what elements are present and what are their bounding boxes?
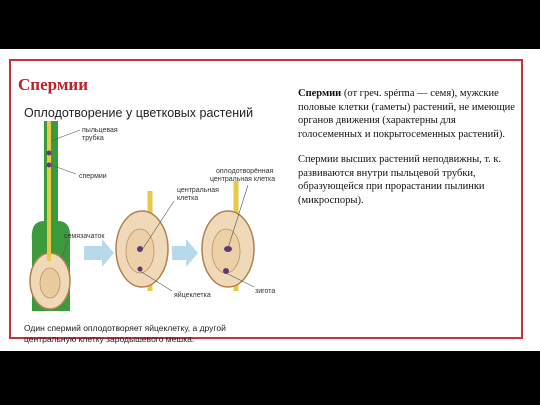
figure-title: Оплодотворение у цветковых растений [24, 106, 254, 120]
definition-term: Спермии [298, 88, 342, 99]
label-egg: яйцеклетка [174, 291, 211, 299]
arrow-shape [172, 239, 198, 267]
sperm-dot [46, 150, 52, 156]
slide: Спермии Оплодотворение у цветковых расте… [0, 49, 540, 351]
body-text: Спермии (от греч. spérma — семя), мужски… [298, 87, 518, 219]
embryo-sac [39, 267, 61, 299]
fertilized-nucleus [224, 246, 232, 252]
caption-line: Один спермий оплодотворяет яйцеклетку, а… [24, 323, 226, 333]
label-pollen-tube: трубка [82, 134, 104, 142]
label-pollen-tube: пыльцевая [82, 127, 118, 134]
central-cell-nucleus [137, 246, 143, 252]
label-sperm: спермии [79, 173, 107, 180]
figure-caption: Один спермий оплодотворяет яйцеклетку, а… [24, 323, 284, 345]
label-fertilized-central-cell: оплодотворённая [216, 168, 274, 175]
slide-title: Спермии [18, 75, 88, 94]
label-ovule: семязачаток [64, 233, 105, 240]
fertilization-diagram: пыльцевая трубка спермии семязачаток цен… [29, 121, 275, 311]
label-fertilized-central-cell: центральная клетка [210, 176, 275, 183]
definition-paragraph: Спермии (от греч. spérma — семя), мужски… [298, 87, 518, 141]
definition-text: (от греч. spérma — семя), мужские половы… [298, 88, 515, 140]
sperm-dot [46, 162, 52, 168]
paragraph: Спермии высших растений неподвижны, т. к… [298, 154, 502, 206]
slide-frame [9, 59, 523, 339]
label-central-cell: клетка [177, 195, 198, 202]
label-zygote: зигота [255, 288, 275, 295]
label-central-cell: центральная [177, 187, 219, 194]
leader-lines [50, 129, 255, 292]
zygote-nucleus [223, 268, 229, 274]
arrow-shape [84, 239, 114, 267]
caption-line: центральную клетку зародышевого мешка. [24, 334, 195, 344]
egg-nucleus [137, 266, 143, 272]
